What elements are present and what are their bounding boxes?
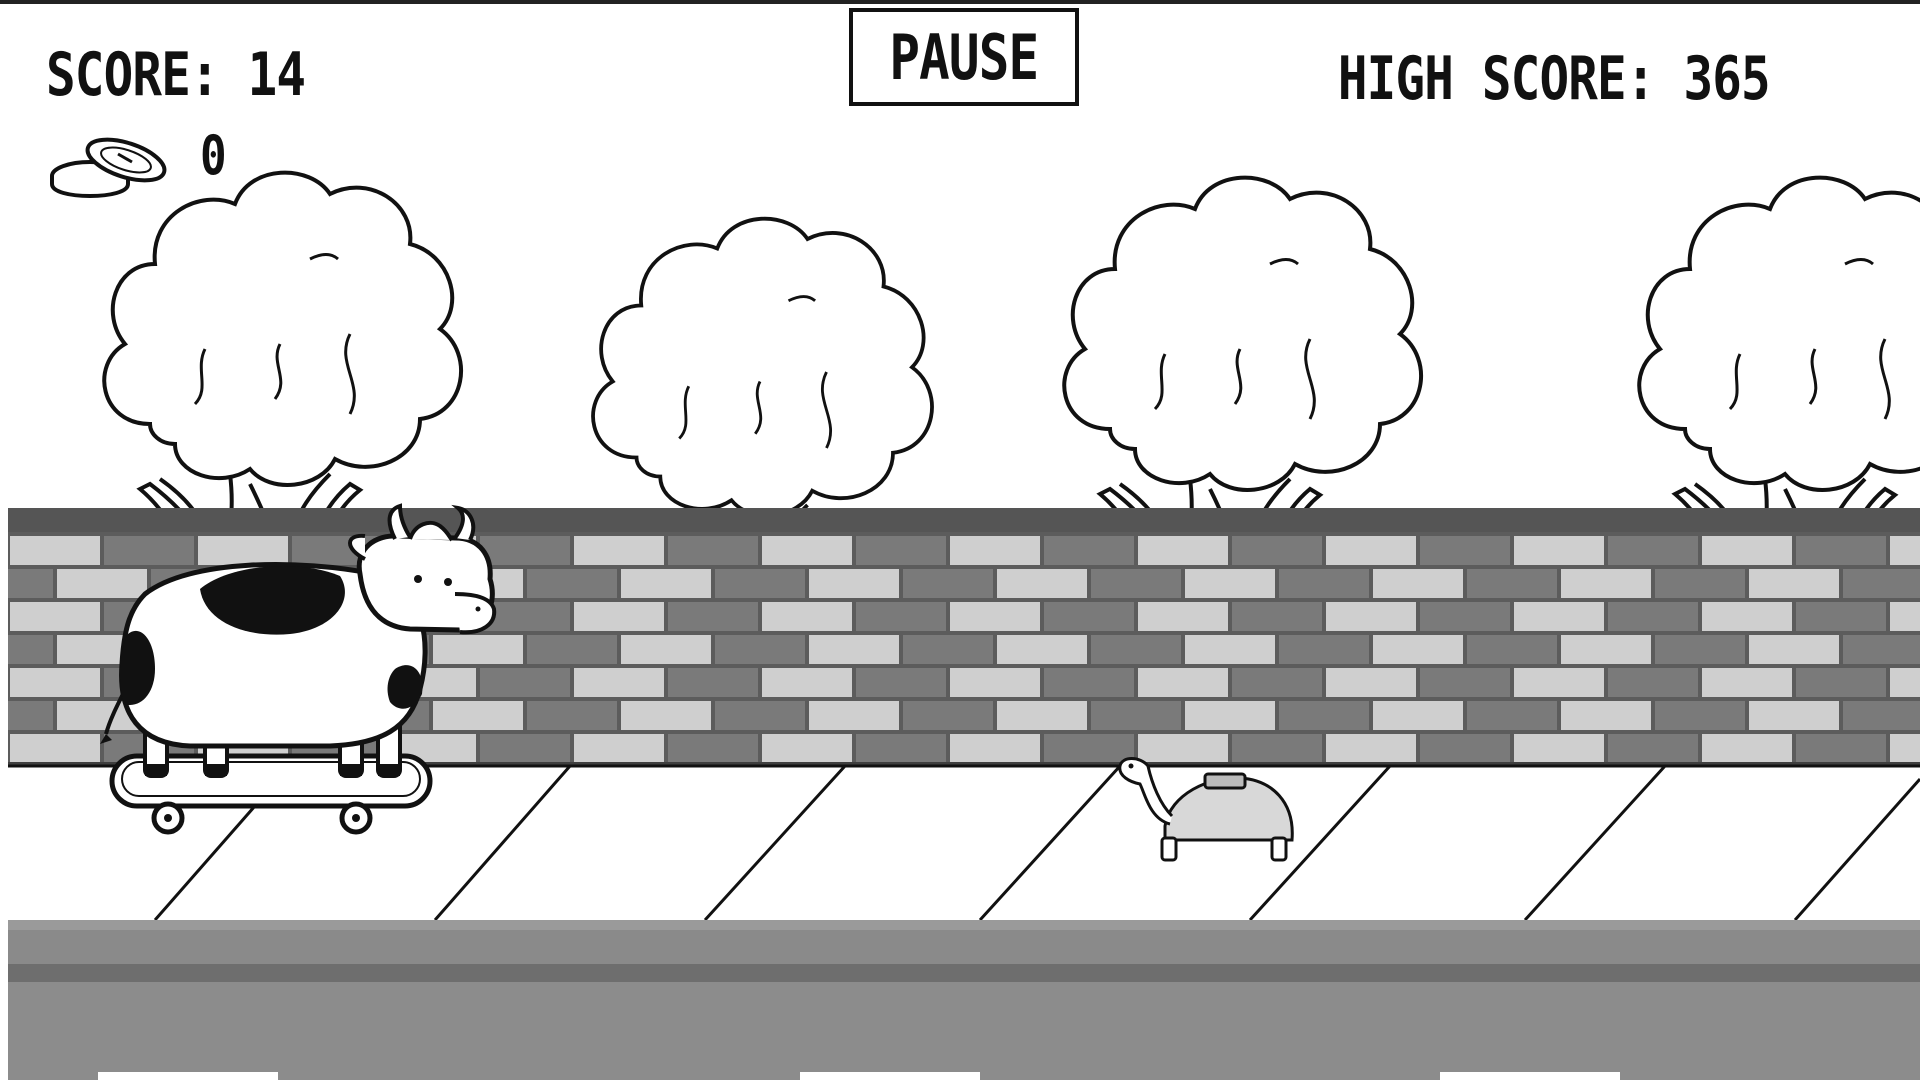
- coin-stack-icon: [50, 137, 167, 198]
- game-scene: [8, 170, 1920, 1080]
- cow-player: [100, 503, 497, 835]
- pause-button[interactable]: PAUSE: [849, 8, 1079, 106]
- score-display: SCORE: 14: [46, 40, 306, 110]
- road: [8, 920, 1920, 1080]
- high-score-display: HIGH SCORE: 365: [1337, 44, 1771, 114]
- pause-button-label: PAUSE: [889, 20, 1040, 94]
- coin-count: 0: [200, 124, 227, 187]
- turtle-obstacle: [1118, 757, 1294, 862]
- lane-markers: [98, 1072, 1620, 1080]
